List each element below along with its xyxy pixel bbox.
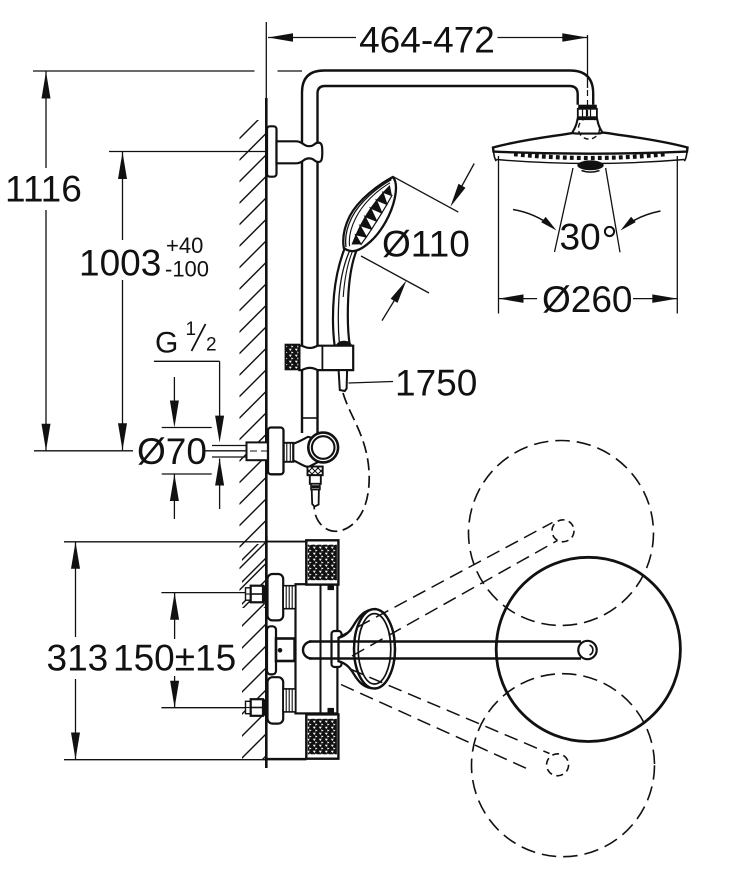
svg-text:-100: -100 bbox=[165, 257, 209, 282]
svg-text:Ø260: Ø260 bbox=[542, 279, 633, 320]
svg-text:313: 313 bbox=[47, 638, 109, 679]
svg-text:Ø70: Ø70 bbox=[137, 431, 207, 472]
svg-text:1003: 1003 bbox=[79, 243, 161, 284]
svg-text:150±15: 150±15 bbox=[113, 638, 236, 679]
svg-text:1750: 1750 bbox=[395, 363, 477, 404]
svg-text:30: 30 bbox=[560, 216, 601, 257]
svg-text:1116: 1116 bbox=[5, 169, 82, 210]
svg-text:+40: +40 bbox=[166, 233, 203, 258]
svg-text:2: 2 bbox=[206, 335, 217, 356]
svg-text:464-472: 464-472 bbox=[359, 20, 495, 61]
svg-text:G: G bbox=[155, 327, 178, 360]
svg-text:Ø110: Ø110 bbox=[382, 223, 470, 264]
svg-text:1: 1 bbox=[186, 319, 197, 340]
